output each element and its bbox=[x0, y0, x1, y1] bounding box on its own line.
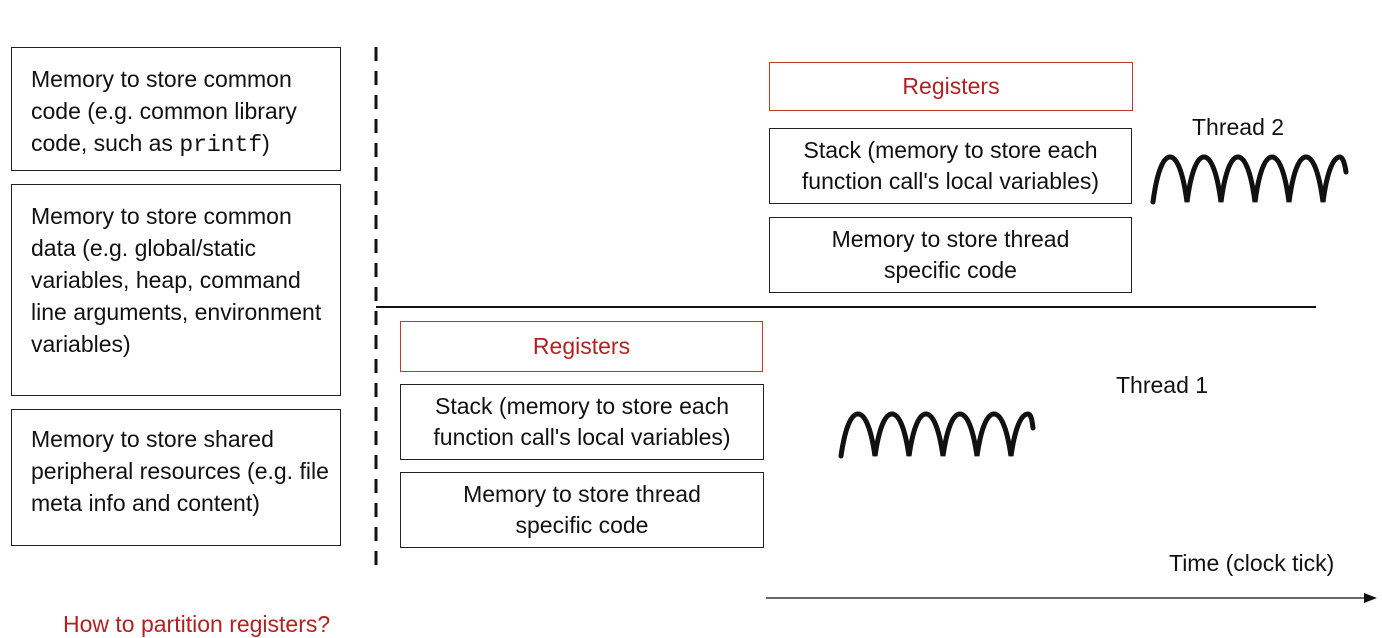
time-axis-label: Time (clock tick) bbox=[1169, 550, 1335, 576]
partition-registers-question: How to partition registers? bbox=[63, 611, 331, 637]
shared-data-memory-box: Memory to store common data (e.g. global… bbox=[11, 184, 341, 396]
thread-1-wave bbox=[838, 411, 1036, 459]
thread-2-registers-label: Registers bbox=[902, 73, 1000, 99]
shared-peripheral-text: Memory to store shared peripheral resour… bbox=[31, 426, 329, 516]
thread-2-label: Thread 2 bbox=[1192, 114, 1285, 140]
thread-2-code-box: Memory to store thread specific code bbox=[769, 217, 1132, 293]
wavy-thread-icon bbox=[838, 154, 1349, 459]
thread-2-wave bbox=[1150, 154, 1349, 205]
thread-2-registers-box: Registers bbox=[769, 62, 1133, 111]
thread-1-registers-label: Registers bbox=[532, 333, 631, 359]
thread-2-stack-box: Stack (memory to store each function cal… bbox=[769, 128, 1132, 204]
thread-1-stack-label: Stack (memory to store each function cal… bbox=[433, 393, 731, 450]
printf-code-token: printf bbox=[179, 132, 263, 158]
thread-2-stack-label: Stack (memory to store each function cal… bbox=[801, 137, 1100, 194]
thread-1-registers-box: Registers bbox=[400, 321, 763, 372]
shared-code-text-prefix: Memory to store common code (e.g. common… bbox=[31, 66, 297, 156]
thread-1-stack-box: Stack (memory to store each function cal… bbox=[400, 384, 764, 460]
thread-1-code-label: Memory to store thread specific code bbox=[463, 481, 701, 538]
shared-data-text: Memory to store common data (e.g. global… bbox=[31, 203, 322, 357]
arrow-right-icon bbox=[766, 593, 1377, 603]
shared-code-memory-box: Memory to store common code (e.g. common… bbox=[11, 47, 341, 171]
shared-code-text-suffix: ) bbox=[262, 130, 270, 156]
thread-1-code-box: Memory to store thread specific code bbox=[400, 472, 764, 548]
thread-1-label: Thread 1 bbox=[1116, 372, 1209, 398]
thread-2-code-label: Memory to store thread specific code bbox=[831, 226, 1070, 283]
shared-peripheral-memory-box: Memory to store shared peripheral resour… bbox=[11, 409, 341, 546]
